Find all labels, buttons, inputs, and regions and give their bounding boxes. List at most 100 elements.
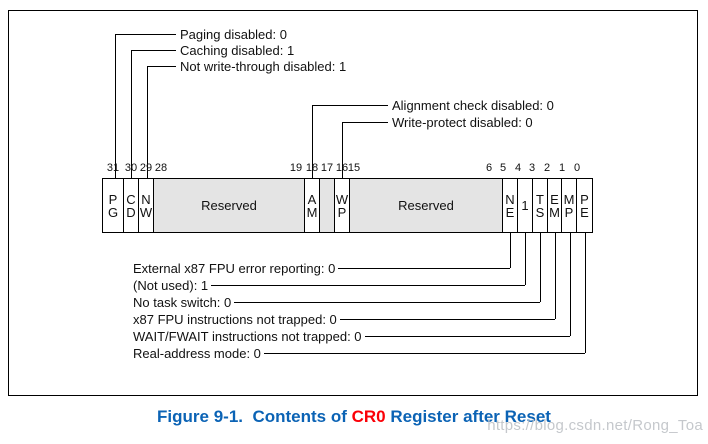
connector-line — [338, 267, 510, 269]
bit-field-reserved-28-19: Reserved — [154, 179, 305, 232]
bit-number-5: 5 — [499, 162, 507, 174]
connector-line — [312, 104, 388, 106]
bit-field-pg: P G — [103, 179, 124, 232]
bit-number-17: 17 — [320, 162, 334, 174]
bit-field-label: P — [564, 204, 574, 220]
callout-caching-label: Caching disabled: 1 — [180, 42, 295, 58]
bit-number-1: 1 — [558, 162, 566, 174]
callout-write-protect-label: Write-protect disabled: 0 — [392, 114, 533, 130]
callout-alignment-check-label: Alignment check disabled: 0 — [392, 97, 554, 113]
bit-field-label: P — [337, 204, 347, 220]
bit-number-19: 19 — [289, 162, 303, 174]
bit-field-label: W — [335, 191, 349, 207]
connector-line-ts — [540, 233, 541, 302]
bit-field-em: E M — [548, 179, 562, 232]
bit-field-label: E — [580, 204, 589, 220]
bit-field-ne: N E — [503, 179, 518, 232]
bit-field-label: N — [505, 191, 515, 207]
reserved-label: Reserved — [398, 198, 454, 213]
callout-no-task-switch: No task switch: 0 — [133, 294, 540, 310]
callout-real-address-mode-label: Real-address mode: 0 — [133, 345, 261, 361]
bit-field-pe: P E — [577, 179, 592, 232]
bit-field-label: 1 — [521, 198, 529, 213]
callout-not-used-label: (Not used): 1 — [133, 277, 209, 293]
figure-border — [8, 10, 698, 396]
bit-field-label: C — [126, 191, 136, 207]
bit-number-3: 3 — [528, 162, 536, 174]
callout-write-protect: Write-protect disabled: 0 — [342, 114, 533, 130]
connector-line — [263, 352, 585, 354]
bit-field-ts: T S — [533, 179, 548, 232]
bit-field-reserved-15-6: Reserved — [350, 179, 503, 232]
bit-field-reserved-17 — [320, 179, 335, 232]
connector-line-em — [555, 233, 556, 319]
bit-number-0: 0 — [573, 162, 581, 174]
callout-paging-label: Paging disabled: 0 — [180, 26, 287, 42]
callout-no-task-switch-label: No task switch: 0 — [133, 294, 232, 310]
connector-line — [147, 65, 176, 67]
bit-field-label: A — [307, 191, 317, 207]
watermark: https://blog.csdn.net/Rong_Toa — [487, 417, 703, 434]
bit-field-label: N — [141, 191, 151, 207]
bit-number-15: 15 — [347, 162, 361, 174]
bit-number-30: 30 — [124, 162, 138, 174]
connector-line — [115, 33, 176, 35]
bit-number-2: 2 — [543, 162, 551, 174]
connector-line-pe — [585, 233, 586, 353]
bit-field-label: E — [550, 191, 559, 207]
reserved-label: Reserved — [201, 198, 257, 213]
caption-register-name: CR0 — [351, 407, 386, 426]
connector-line-cd — [131, 50, 132, 178]
figure-caption: Figure 9-1. Contents of CR0 Register aft… — [0, 407, 708, 427]
bit-number-16: 16 — [335, 162, 349, 174]
bit-field-label: S — [535, 204, 545, 220]
bit-field-nw: N W — [139, 179, 154, 232]
bit-number-6: 6 — [485, 162, 493, 174]
bit-number-4: 4 — [514, 162, 522, 174]
connector-line — [364, 335, 570, 337]
callout-not-write-through: Not write-through disabled: 1 — [147, 58, 346, 74]
callout-wait-fwait-label: WAIT/FWAIT instructions not trapped: 0 — [133, 328, 362, 344]
callout-not-used: (Not used): 1 — [133, 277, 525, 293]
connector-line — [211, 284, 525, 286]
bit-field-label: M — [549, 204, 560, 220]
callout-fpu-not-trapped: x87 FPU instructions not trapped: 0 — [133, 311, 555, 327]
callout-wait-fwait: WAIT/FWAIT instructions not trapped: 0 — [133, 328, 570, 344]
bit-number-28: 28 — [154, 162, 168, 174]
bit-field-label: P — [580, 191, 589, 207]
bit-field-label: M — [563, 191, 575, 207]
callout-ne-label: External x87 FPU error reporting: 0 — [133, 260, 336, 276]
bit-field-label: D — [126, 204, 136, 220]
bit-field-bit4: 1 — [518, 179, 533, 232]
connector-line — [131, 49, 176, 51]
connector-line — [342, 121, 388, 123]
callout-ne: External x87 FPU error reporting: 0 — [133, 260, 510, 276]
connector-line-ne — [510, 233, 511, 268]
bit-field-label: W — [139, 204, 153, 220]
bit-field-label: P — [108, 191, 118, 207]
bit-field-label: T — [536, 191, 544, 207]
caption-suffix: Register after Reset — [385, 407, 551, 426]
bit-field-am: A M — [305, 179, 320, 232]
bit-number-31: 31 — [106, 162, 120, 174]
connector-line — [234, 301, 540, 303]
connector-line-mp — [570, 233, 571, 336]
bit-number-29: 29 — [139, 162, 153, 174]
connector-line-nw — [147, 66, 148, 178]
callout-not-write-through-label: Not write-through disabled: 1 — [180, 58, 347, 74]
callout-fpu-not-trapped-label: x87 FPU instructions not trapped: 0 — [133, 311, 337, 327]
bit-field-mp: M P — [562, 179, 577, 232]
bit-field-label: M — [306, 204, 318, 220]
caption-prefix: Figure 9-1. Contents of — [157, 407, 352, 426]
callout-paging: Paging disabled: 0 — [115, 26, 287, 42]
callout-real-address-mode: Real-address mode: 0 — [133, 345, 585, 361]
connector-line-pg — [115, 34, 116, 178]
connector-line-wp — [342, 122, 343, 178]
bit-field-label: G — [107, 204, 119, 220]
bit-number-18: 18 — [305, 162, 319, 174]
callout-caching: Caching disabled: 1 — [131, 42, 294, 58]
bit-field-wp: W P — [335, 179, 350, 232]
cr0-register: P G C D N W Reserved A M W P Reserved N … — [102, 178, 593, 233]
bit-field-cd: C D — [124, 179, 139, 232]
